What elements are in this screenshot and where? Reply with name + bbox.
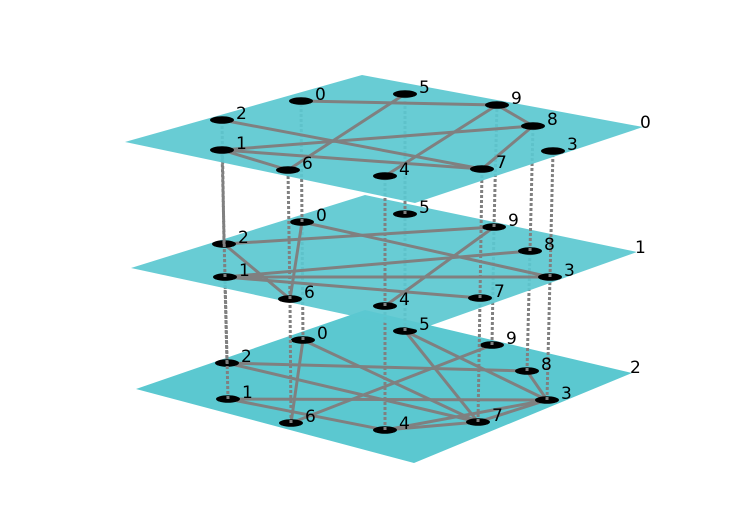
node-label: 8 <box>541 355 552 375</box>
edge <box>226 361 479 424</box>
node-label: 2 <box>236 104 247 124</box>
node-label: 1 <box>242 383 253 403</box>
layer-label: 1 <box>635 238 646 258</box>
edge <box>302 338 479 424</box>
edge <box>477 398 548 424</box>
edge <box>223 225 495 246</box>
edge <box>496 103 534 128</box>
edge <box>224 275 481 300</box>
node <box>541 147 565 155</box>
edge <box>404 329 548 402</box>
node-label: 3 <box>561 384 572 404</box>
node-label: 2 <box>241 347 252 367</box>
edge <box>481 124 534 171</box>
interlayer-link <box>478 168 484 299</box>
edge <box>288 221 304 300</box>
node <box>289 97 313 105</box>
interlayer-link <box>548 150 555 278</box>
node-label: 9 <box>508 211 519 231</box>
node-label: 5 <box>419 198 430 218</box>
node-label: 8 <box>544 235 555 255</box>
node-label: 1 <box>236 134 247 154</box>
interlayer-link <box>545 276 552 401</box>
node-label: 5 <box>419 78 430 98</box>
edge <box>221 124 534 152</box>
edge <box>384 398 548 432</box>
edge <box>525 370 549 401</box>
node-label: 0 <box>317 324 328 344</box>
node-label: 9 <box>506 329 517 349</box>
edge <box>221 118 483 171</box>
node-label: 3 <box>567 135 578 155</box>
edge <box>384 225 495 308</box>
node-label: 7 <box>496 153 507 173</box>
edge <box>384 103 498 178</box>
edge <box>223 242 291 301</box>
interlayer-link <box>528 125 535 252</box>
node-label: 8 <box>547 110 558 130</box>
node <box>373 172 397 180</box>
interlayer-link <box>288 298 293 424</box>
node-label: 0 <box>316 206 327 226</box>
node-label: 5 <box>419 315 430 335</box>
node-label: 7 <box>492 406 503 426</box>
node-label: 2 <box>238 228 249 248</box>
layer-label: 0 <box>640 113 651 133</box>
edge <box>221 148 483 171</box>
node <box>470 165 494 173</box>
edge <box>384 420 479 432</box>
node-label: 4 <box>399 160 410 180</box>
node <box>210 146 234 154</box>
layer-label: 2 <box>630 358 641 378</box>
layer-1: 1 <box>131 195 646 330</box>
node-label: 9 <box>511 89 522 109</box>
node-label: 6 <box>304 283 315 303</box>
node-label: 1 <box>239 261 250 281</box>
node <box>521 122 545 130</box>
interlayer-link <box>286 169 292 300</box>
edge <box>226 361 528 373</box>
edge <box>227 397 386 432</box>
node-label: 4 <box>399 290 410 310</box>
node <box>210 116 234 124</box>
node-label: 3 <box>564 261 575 281</box>
edge <box>403 330 480 423</box>
edge <box>221 148 289 172</box>
edge <box>301 220 551 279</box>
edge <box>227 397 548 402</box>
node <box>485 101 509 109</box>
node-label: 6 <box>302 154 313 174</box>
layer-0: 0 <box>125 75 651 203</box>
node-label: 4 <box>399 414 410 434</box>
interlayer-link <box>220 119 226 245</box>
interlayer-link <box>476 297 482 423</box>
edge <box>289 339 305 424</box>
node <box>276 166 300 174</box>
node <box>393 90 417 98</box>
node-label: 6 <box>305 407 316 427</box>
edge <box>300 99 498 107</box>
node-label: 0 <box>315 85 326 105</box>
node-label: 7 <box>494 282 505 302</box>
